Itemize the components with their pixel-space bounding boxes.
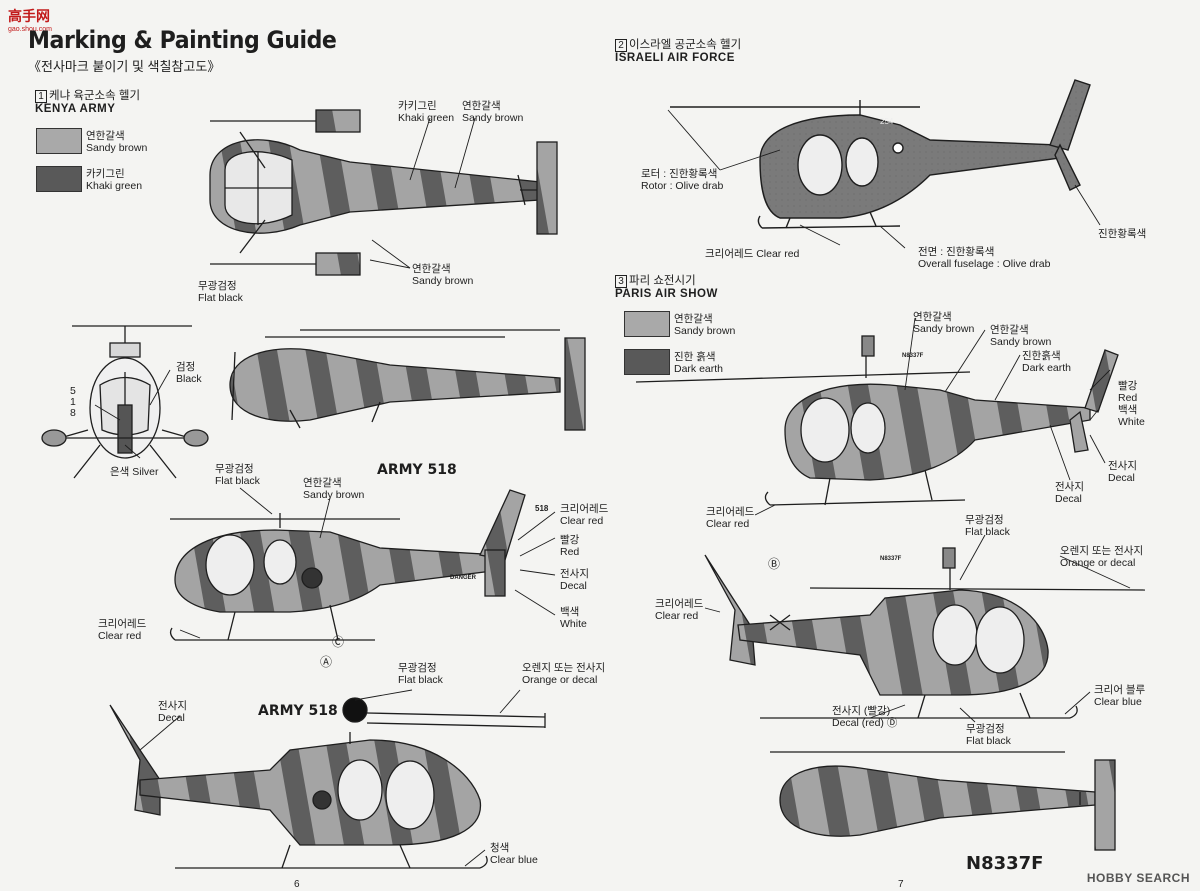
registration-army518: ARMY 518 bbox=[258, 703, 338, 719]
callout-clear-red: 크리어레드 Clear red bbox=[705, 248, 800, 260]
israeli-side-view bbox=[670, 79, 1091, 229]
swatch-khaki-green bbox=[36, 166, 82, 192]
registration-n8337f: N8337F bbox=[966, 853, 1044, 874]
mark-n8337f-small: N8337F bbox=[902, 353, 924, 359]
kenya-front-view bbox=[41, 325, 209, 479]
watermark-logo: 高手网 gao.shou.com bbox=[8, 6, 52, 33]
swatch-dark-earth bbox=[624, 349, 670, 375]
section-number: 3 bbox=[615, 275, 627, 288]
mark-c: Ⓒ bbox=[332, 635, 345, 649]
section-number: 1 bbox=[35, 90, 47, 103]
kenya-bottom-view bbox=[229, 329, 586, 431]
mark-518-small: 518 bbox=[535, 504, 549, 513]
section-ko: 이스라엘 공군소속 헬기 bbox=[629, 39, 742, 51]
watermark-brand: 高手网 bbox=[8, 8, 50, 24]
section-en: ISRAELI AIR FORCE bbox=[615, 52, 735, 64]
callout-decal-red: 전사지 (빨강)Decal (red) Ⓓ bbox=[832, 705, 898, 729]
mark-a: Ⓐ bbox=[320, 655, 333, 669]
paris-side-view-2 bbox=[704, 547, 1146, 719]
registration-army518: ARMY 518 bbox=[377, 462, 457, 478]
watermark-domain: gao.shou.com bbox=[8, 26, 52, 33]
watermark-footer: HOBBY SEARCH bbox=[1086, 871, 1190, 885]
mark-n8337f-small: N8337F bbox=[880, 556, 902, 562]
callout-silver: 은색 Silver bbox=[110, 466, 159, 478]
mark-b: Ⓑ bbox=[768, 557, 781, 571]
callout-olive-drab: 진한황록색 bbox=[1098, 228, 1147, 240]
page-number-right: 7 bbox=[898, 879, 904, 890]
section-number: 2 bbox=[615, 39, 627, 52]
paris-top-view bbox=[770, 751, 1116, 851]
page-number-left: 6 bbox=[294, 879, 300, 890]
section-en: KENYA ARMY bbox=[35, 103, 116, 115]
swatch-sandy-brown bbox=[36, 128, 82, 154]
mark-danger: DANGER bbox=[450, 575, 477, 581]
leader-lines bbox=[94, 109, 1131, 867]
section-ko: 케냐 육군소속 헬기 bbox=[49, 90, 141, 102]
mark-518: 5 1 8 bbox=[70, 385, 76, 419]
section-en: PARIS AIR SHOW bbox=[615, 288, 718, 300]
kenya-side-view bbox=[169, 489, 526, 641]
section-ko: 파리 쇼전시기 bbox=[629, 275, 696, 287]
page-subtitle: 《전사마크 붙이기 및 색칠참고도》 bbox=[28, 59, 221, 74]
paris-side-view bbox=[635, 335, 1119, 506]
mark-254: 254 bbox=[880, 117, 894, 126]
swatch-sandy-brown bbox=[624, 311, 670, 337]
kenya-top-view bbox=[209, 109, 558, 276]
page-title: Marking & Painting Guide bbox=[28, 26, 337, 54]
kenya-side-view-2 bbox=[109, 697, 546, 869]
